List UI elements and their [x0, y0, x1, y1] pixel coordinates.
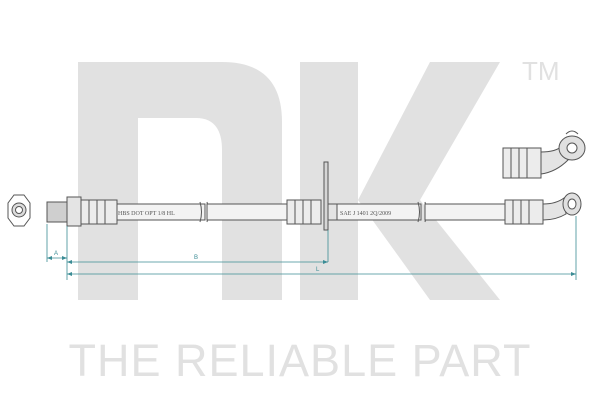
dimension-label-a: A	[54, 251, 58, 257]
dimension-arrows	[47, 256, 576, 276]
dimension-label-l: L	[316, 267, 320, 273]
mounting-bracket	[323, 161, 329, 231]
hose-assembly	[46, 161, 582, 231]
dimension-label-b: B	[194, 255, 198, 261]
hex-nut	[46, 201, 68, 223]
trademark-symbol: TM	[522, 56, 560, 86]
banjo-detail-icon	[502, 130, 586, 179]
end-fitting-icon	[7, 194, 31, 227]
brand-tagline: THE RELIABLE PART	[68, 335, 532, 386]
hose-label-left: HBS DOT OPT 1/8 HL	[118, 211, 175, 217]
hose-label-right: SAE J 1401 2Q/2009	[340, 211, 391, 217]
nk-logo	[78, 62, 500, 300]
